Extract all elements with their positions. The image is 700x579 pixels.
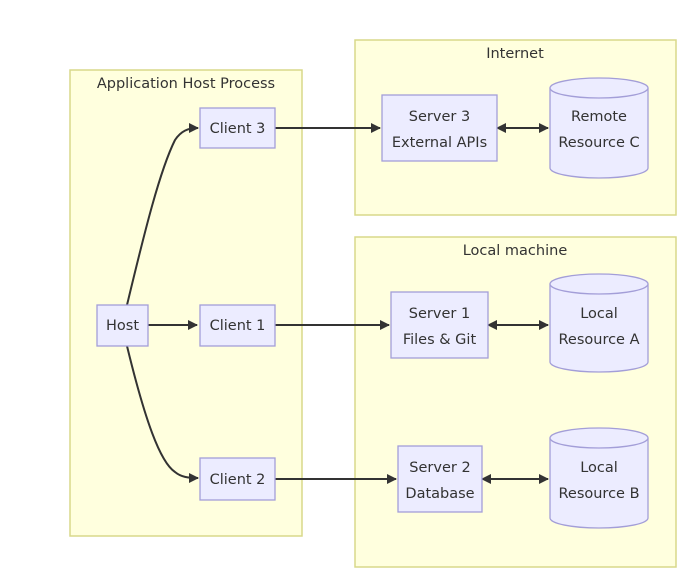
node-label-resource-c-line1: Remote xyxy=(571,109,627,125)
node-resource-c[interactable]: Remote Resource C xyxy=(549,77,649,179)
node-label-client3: Client 3 xyxy=(210,121,266,137)
node-host[interactable]: Host xyxy=(96,304,149,347)
node-client2[interactable]: Client 2 xyxy=(199,457,276,501)
node-server2[interactable]: Server 2 Database xyxy=(397,445,483,513)
node-label-server3-line2: External APIs xyxy=(392,135,487,151)
node-label-client1: Client 1 xyxy=(210,318,266,334)
node-label-server3-line1: Server 3 xyxy=(409,109,470,125)
node-label-host: Host xyxy=(106,318,139,334)
node-label-resource-a-line2: Resource A xyxy=(558,332,639,348)
node-server3[interactable]: Server 3 External APIs xyxy=(381,94,498,162)
node-label-server2-line1: Server 2 xyxy=(409,460,470,476)
node-label-resource-a-line1: Local xyxy=(580,306,618,322)
node-label-client2: Client 2 xyxy=(210,472,266,488)
edge-host-client2 xyxy=(126,345,199,483)
group-label-local-machine: Local machine xyxy=(463,243,568,259)
node-resource-b[interactable]: Local Resource B xyxy=(549,427,649,529)
node-resource-a[interactable]: Local Resource A xyxy=(549,273,649,373)
group-label-internet: Internet xyxy=(486,46,544,62)
node-label-resource-b-line1: Local xyxy=(580,460,618,476)
node-label-server1-line1: Server 1 xyxy=(409,306,470,322)
node-client1[interactable]: Client 1 xyxy=(199,304,276,347)
node-label-server2-line2: Database xyxy=(405,486,474,502)
node-label-resource-c-line2: Resource C xyxy=(558,135,639,151)
node-label-resource-b-line2: Resource B xyxy=(558,486,639,502)
node-client3[interactable]: Client 3 xyxy=(199,107,276,149)
node-label-server1-line2: Files & Git xyxy=(403,332,477,348)
edge-host-client3 xyxy=(126,123,199,306)
group-label-application-host-process: Application Host Process xyxy=(97,76,275,92)
node-server1[interactable]: Server 1 Files & Git xyxy=(390,291,489,359)
